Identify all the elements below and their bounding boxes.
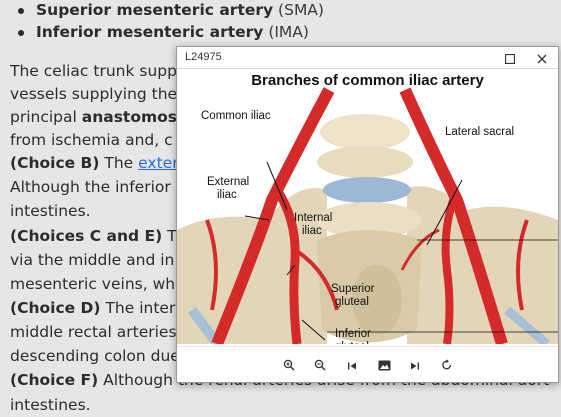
figure-title: Branches of common iliac artery bbox=[251, 72, 484, 89]
label-internal-iliac-1: Internal bbox=[294, 212, 333, 224]
paragraph-line: (Choice D) The inter bbox=[10, 297, 175, 319]
anatomy-image: Branches of common iliac artery Common i… bbox=[177, 70, 558, 344]
rotate-icon bbox=[441, 356, 453, 375]
paragraph-line: (Choice B) The exter bbox=[10, 152, 179, 174]
pelvis-illustration bbox=[177, 70, 558, 344]
paragraph-line: via the middle and in bbox=[10, 251, 175, 269]
text-span: The inter bbox=[100, 299, 176, 317]
paragraph-line: (Choices C and E) Th bbox=[10, 225, 186, 247]
choice-label: (Choices C and E) bbox=[10, 227, 163, 245]
label-external-iliac-2: iliac bbox=[217, 189, 237, 201]
paragraph-line: from ischemia and, c bbox=[10, 131, 173, 149]
label-external-iliac-1: External bbox=[207, 176, 250, 188]
window-title: L24975 bbox=[185, 51, 222, 63]
previous-button[interactable] bbox=[342, 355, 362, 375]
viewer-titlebar[interactable]: L24975 bbox=[177, 47, 558, 69]
label-inferior-gluteal-2: gluteal bbox=[335, 341, 369, 344]
image-viewer-window[interactable]: L24975 bbox=[176, 46, 559, 383]
image-icon bbox=[378, 356, 391, 375]
rotate-button[interactable] bbox=[437, 355, 457, 375]
choice-label: (Choice D) bbox=[10, 299, 101, 317]
label-common-iliac: Common iliac bbox=[201, 110, 271, 122]
label-internal-iliac-2: iliac bbox=[302, 225, 322, 237]
label-superior-gluteal-1: Superior bbox=[331, 283, 375, 295]
image-button[interactable] bbox=[374, 355, 394, 375]
paragraph-line: middle rectal arteries bbox=[10, 323, 177, 341]
ima-abbr: (IMA) bbox=[263, 23, 309, 41]
sma-abbr: (SMA) bbox=[273, 1, 324, 19]
close-button[interactable] bbox=[527, 47, 557, 69]
zoom-out-icon bbox=[314, 356, 326, 375]
bullet-dot bbox=[18, 8, 24, 14]
bullet-dot bbox=[18, 30, 24, 36]
paragraph-line: mesenteric veins, wh bbox=[10, 275, 176, 293]
maximize-icon bbox=[504, 49, 516, 68]
zoom-in-icon bbox=[283, 356, 295, 375]
paragraph-line: intestines. bbox=[10, 202, 91, 220]
choice-label: (Choice F) bbox=[10, 371, 99, 389]
external-link[interactable]: exter bbox=[138, 154, 179, 172]
next-button[interactable] bbox=[405, 355, 425, 375]
zoom-out-button[interactable] bbox=[310, 355, 330, 375]
maximize-button[interactable] bbox=[495, 47, 525, 69]
viewer-toolbar bbox=[177, 346, 558, 382]
next-icon bbox=[410, 356, 420, 375]
zoom-in-button[interactable] bbox=[279, 355, 299, 375]
close-icon bbox=[537, 49, 547, 68]
paragraph-line: intestines. bbox=[10, 396, 91, 414]
previous-icon bbox=[347, 356, 357, 375]
choice-label: (Choice B) bbox=[10, 154, 100, 172]
label-superior-gluteal-2: gluteal bbox=[335, 296, 369, 308]
sma-term: Superior mesenteric artery bbox=[36, 1, 274, 19]
ima-term: Inferior mesenteric artery bbox=[36, 23, 264, 41]
text-span: principal bbox=[10, 108, 82, 126]
paragraph-line: The celiac trunk supp bbox=[10, 62, 177, 80]
text-span: The bbox=[99, 154, 139, 172]
label-inferior-gluteal-1: Inferior bbox=[335, 328, 371, 340]
paragraph-line: principal anastomos bbox=[10, 106, 177, 128]
paragraph-line: Although the inferior bbox=[10, 178, 171, 196]
paragraph-line: vessels supplying the bbox=[10, 85, 178, 103]
anastomosis-term: anastomos bbox=[81, 108, 178, 126]
label-lateral-sacral: Lateral sacral bbox=[445, 126, 515, 138]
